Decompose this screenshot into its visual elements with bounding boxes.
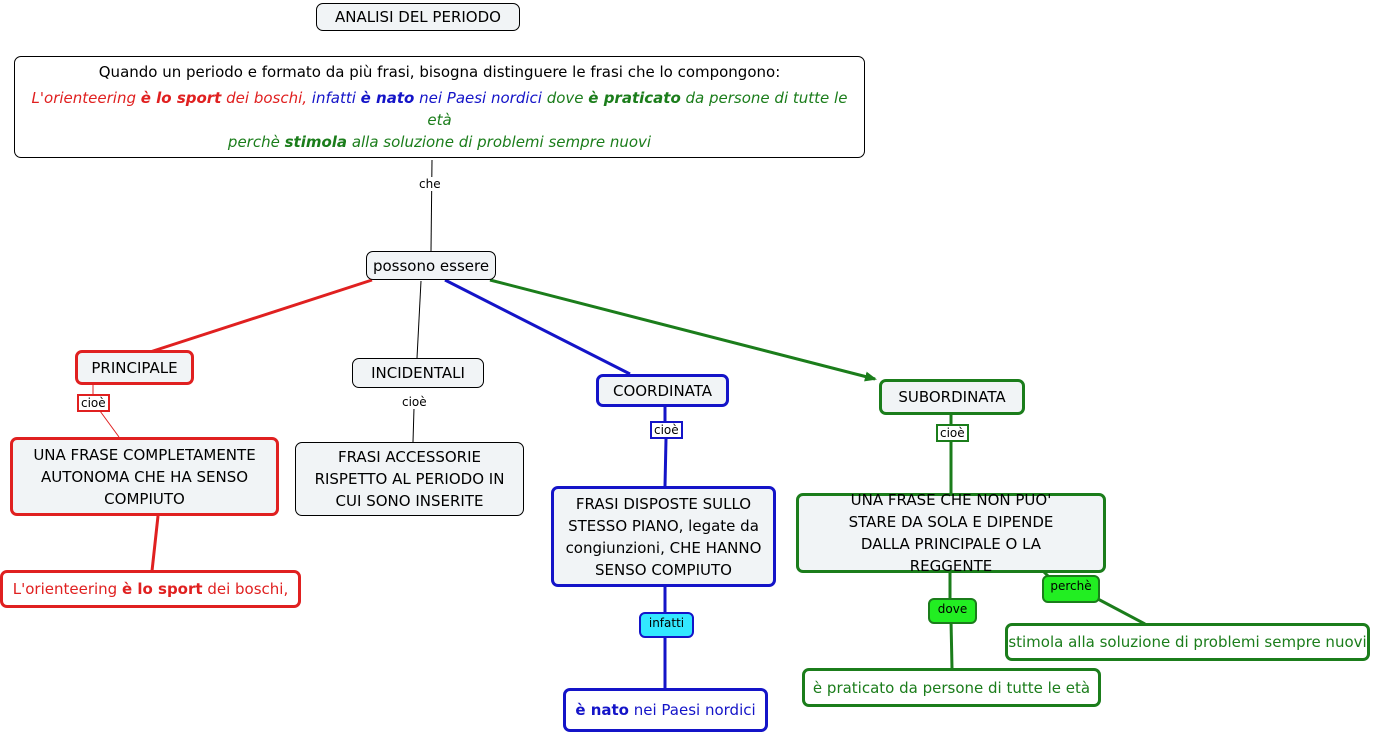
ex-principale-a: L'orienteering xyxy=(31,89,141,107)
ex-sub1-b: è praticato xyxy=(588,89,681,107)
principale-example: L'orienteering è lo sport dei boschi, xyxy=(13,578,288,600)
coordinata-example-b: nei Paesi nordici xyxy=(628,701,756,719)
ex-sub2-b: stimola xyxy=(284,133,348,151)
subordinata-label: SUBORDINATA xyxy=(898,388,1006,406)
subordinata-example-perche: stimola alla soluzione di problemi sempr… xyxy=(1008,633,1367,651)
link-possono-incidentali xyxy=(416,280,422,359)
link-label-che: che xyxy=(417,177,443,191)
coordinata-cioe-label: cioè xyxy=(650,421,683,439)
perche-text: perchè xyxy=(1050,579,1092,593)
link-cioe-principale-def xyxy=(99,410,120,438)
link-possono-subordinata xyxy=(489,278,877,382)
principale-example-b: è lo sport xyxy=(121,580,203,598)
coordinata-example-node[interactable]: è nato nei Paesi nordici xyxy=(563,688,768,732)
intro-example-line-2: perchè stimola alla soluzione di problem… xyxy=(228,131,651,153)
coordinata-connector-infatti[interactable]: infatti xyxy=(639,612,694,638)
subordinata-connector-perche[interactable]: perchè xyxy=(1042,575,1100,603)
intro-example-line-1: L'orienteering è lo sport dei boschi, in… xyxy=(21,87,858,131)
infatti-text: infatti xyxy=(648,616,685,630)
principale-example-a: L'orienteering xyxy=(12,580,122,598)
link-intro-possono xyxy=(430,159,433,252)
ex-principale-b: è lo sport xyxy=(140,89,222,107)
ex-coordinata-b: è nato xyxy=(360,89,415,107)
link-possono-principale xyxy=(149,278,373,354)
link-dove-example xyxy=(949,619,954,669)
principale-definition: UNA FRASE COMPLETAMENTE AUTONOMA CHE HA … xyxy=(33,445,256,508)
intro-node[interactable]: Quando un periodo e formato da più frasi… xyxy=(14,56,865,158)
intro-line: Quando un periodo e formato da più frasi… xyxy=(98,63,781,81)
link-cioe-coordinata-def xyxy=(663,438,668,487)
principale-example-node[interactable]: L'orienteering è lo sport dei boschi, xyxy=(0,570,301,608)
subordinata-connector-dove[interactable]: dove xyxy=(928,598,977,624)
coordinata-definition-node[interactable]: FRASI DISPOSTE SULLO STESSO PIANO, legat… xyxy=(551,486,776,587)
principale-definition-node[interactable]: UNA FRASE COMPLETAMENTE AUTONOMA CHE HA … xyxy=(10,437,279,516)
incidentali-cioe-label: cioè xyxy=(400,395,429,409)
ex-sub2-c: alla soluzione di problemi sempre nuovi xyxy=(347,133,652,151)
principale-cioe-label: cioè xyxy=(77,394,110,412)
principale-node[interactable]: PRINCIPALE xyxy=(75,350,194,385)
coordinata-definition: FRASI DISPOSTE SULLO STESSO PIANO, legat… xyxy=(565,494,762,579)
coordinata-node[interactable]: COORDINATA xyxy=(596,374,729,407)
title-node[interactable]: ANALISI DEL PERIODO xyxy=(316,3,520,31)
subordinata-definition: UNA FRASE CHE NON PUO' STARE DA SOLA E D… xyxy=(848,491,1054,575)
subordinata-example-dove: è praticato da persone di tutte le età xyxy=(812,678,1091,697)
incidentali-definition-node[interactable]: FRASI ACCESSORIE RISPETTO AL PERIODO IN … xyxy=(295,442,524,516)
link-perche-example xyxy=(1095,596,1146,626)
dove-text: dove xyxy=(937,602,968,616)
subordinata-definition-node[interactable]: UNA FRASE CHE NON PUO' STARE DA SOLA E D… xyxy=(796,491,1106,575)
incidentali-node[interactable]: INCIDENTALI xyxy=(352,358,484,388)
subordinata-example-dove-node[interactable]: è praticato da persone di tutte le età xyxy=(802,668,1101,707)
coordinata-label: COORDINATA xyxy=(612,381,713,400)
principale-example-c: dei boschi, xyxy=(202,580,289,598)
coordinata-example: è nato nei Paesi nordici xyxy=(575,699,755,721)
title-text: ANALISI DEL PERIODO xyxy=(335,8,501,26)
incidentali-label: INCIDENTALI xyxy=(371,364,465,382)
ex-principale-c: dei boschi, xyxy=(221,89,308,107)
link-incidentali-def xyxy=(412,407,415,443)
coordinata-example-a: è nato xyxy=(575,701,629,719)
ex-sub2-a: perchè xyxy=(227,133,285,151)
ex-sub1-c: da persone di tutte le età xyxy=(427,89,848,129)
subordinata-cioe-label: cioè xyxy=(936,424,969,442)
subordinata-example-perche-node[interactable]: stimola alla soluzione di problemi sempr… xyxy=(1005,623,1370,661)
ex-coordinata-c: nei Paesi nordici xyxy=(414,89,542,107)
incidentali-definition: FRASI ACCESSORIE RISPETTO AL PERIODO IN … xyxy=(314,448,505,510)
ex-coordinata-a: infatti xyxy=(307,89,361,107)
possono-essere-node[interactable]: possono essere xyxy=(366,251,496,280)
ex-sub1-a: dove xyxy=(541,89,589,107)
link-principale-def-example xyxy=(150,515,160,572)
possono-essere-text: possono essere xyxy=(372,256,490,275)
subordinata-node[interactable]: SUBORDINATA xyxy=(879,379,1025,415)
principale-label: PRINCIPALE xyxy=(91,358,178,377)
link-possono-coordinata xyxy=(444,278,631,376)
